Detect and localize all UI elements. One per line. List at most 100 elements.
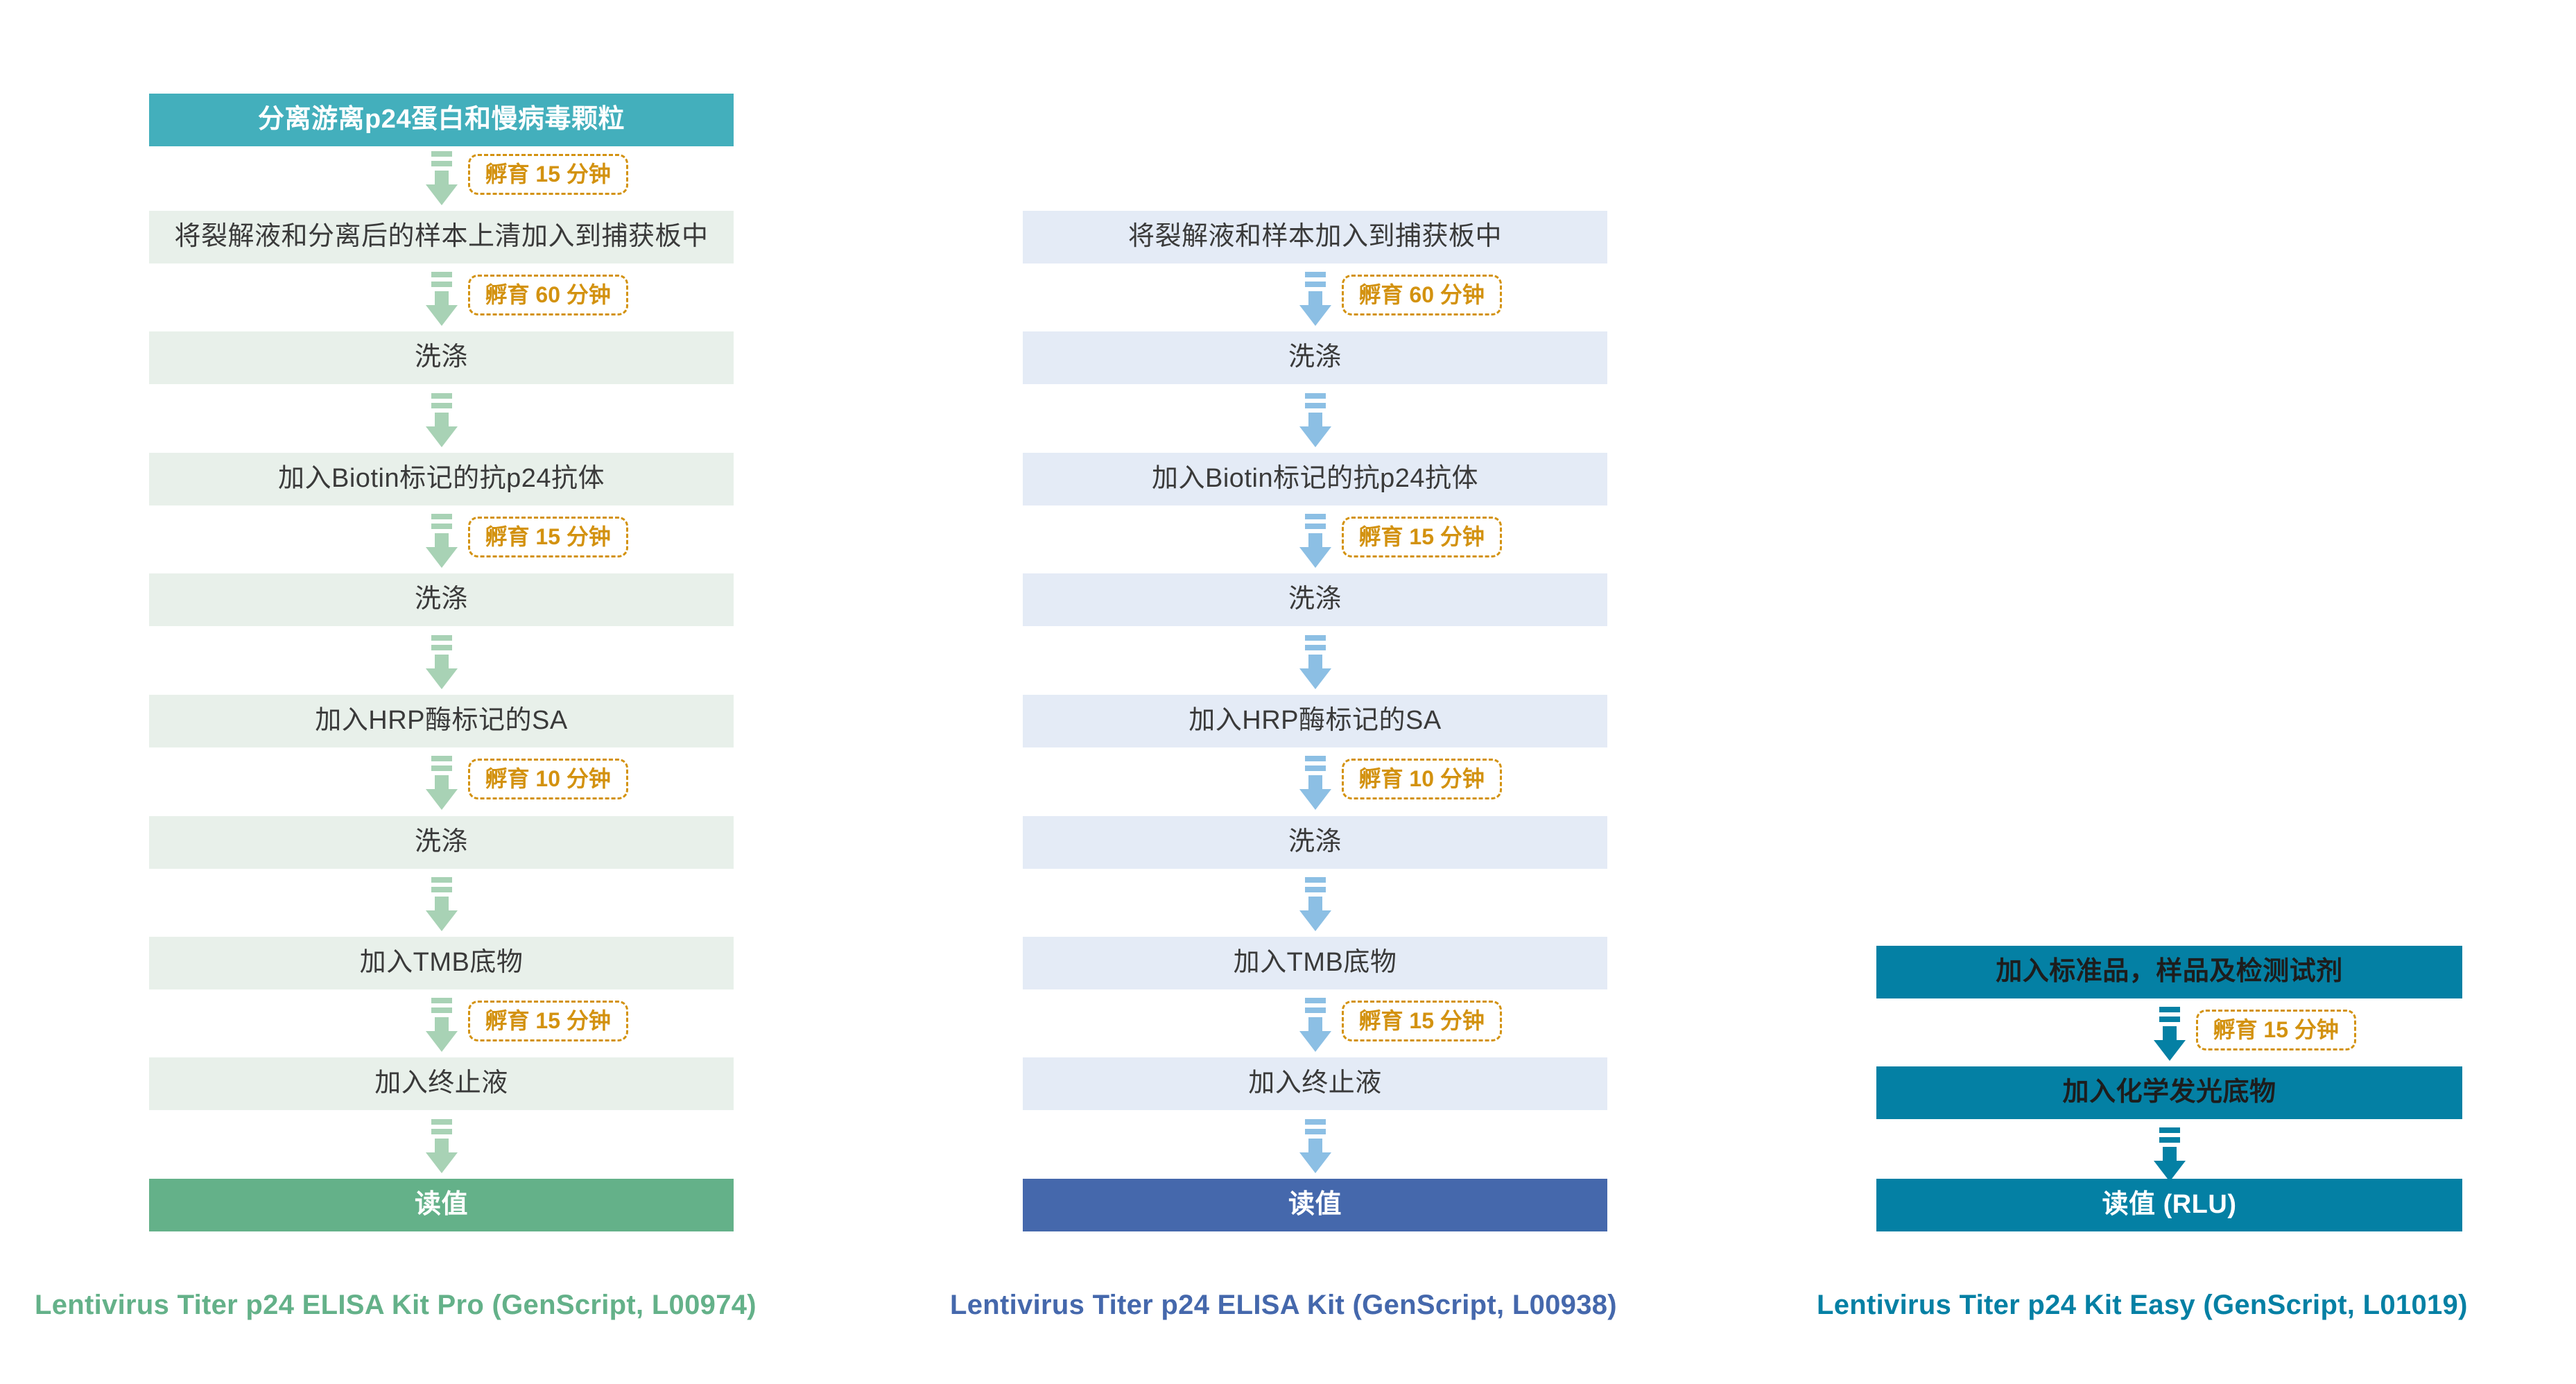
arrow-head: [425, 547, 458, 568]
arrow-shaft: [434, 655, 449, 668]
arrow-dash-segment: [2159, 1127, 2180, 1133]
step-box: 分离游离p24蛋白和慢病毒颗粒: [149, 94, 734, 146]
incubation-time-badge: 孵育 15 分钟: [2195, 1010, 2356, 1050]
arrow-dash-segment: [1304, 645, 1326, 650]
incubation-time-badge: 孵育 10 分钟: [1341, 759, 1502, 799]
step-box: 洗涤: [149, 331, 734, 384]
arrow-head: [425, 1152, 458, 1173]
flow-arrow-icon: [425, 756, 458, 810]
arrow-head: [1299, 1152, 1331, 1173]
arrow-dash-segment: [1304, 756, 1326, 761]
column-caption-1: Lentivirus Titer p24 ELISA Kit Pro (GenS…: [35, 1290, 757, 1320]
flow-arrow-icon: [425, 393, 458, 447]
step-box: 洗涤: [1023, 331, 1607, 384]
arrow-dash-segment: [431, 998, 452, 1003]
step-box: 加入HRP酶标记的SA: [149, 695, 734, 747]
flow-arrow-icon: [1299, 393, 1331, 447]
step-box: 加入HRP酶标记的SA: [1023, 695, 1607, 747]
arrow-dash-segment: [431, 514, 452, 519]
arrow-head: [1299, 789, 1331, 810]
step-box: 加入化学发光底物: [1876, 1066, 2462, 1119]
arrow-dash-segment: [431, 756, 452, 761]
arrow-dash-segment: [1304, 514, 1326, 519]
arrow-dash-segment: [1304, 1119, 1326, 1125]
step-box: 读值: [1023, 1179, 1607, 1231]
step-box: 加入标准品，样品及检测试剂: [1876, 946, 2462, 998]
arrow-dash-segment: [431, 161, 452, 166]
arrow-dash-segment: [1304, 393, 1326, 399]
step-box: 加入TMB底物: [149, 937, 734, 989]
step-box: 加入TMB底物: [1023, 937, 1607, 989]
flow-arrow-icon: [425, 151, 458, 205]
arrow-dash-segment: [431, 887, 452, 892]
incubation-time-badge: 孵育 15 分钟: [467, 517, 628, 557]
arrow-shaft: [1308, 897, 1322, 910]
incubation-time-badge: 孵育 15 分钟: [467, 154, 628, 195]
incubation-time-badge: 孵育 10 分钟: [467, 759, 628, 799]
arrow-dash-segment: [431, 645, 452, 650]
step-box: 读值: [149, 1179, 734, 1231]
step-box: 洗涤: [149, 816, 734, 869]
step-box: 读值 (RLU): [1876, 1179, 2462, 1231]
step-box: 加入终止液: [149, 1057, 734, 1110]
arrow-dash-segment: [431, 765, 452, 771]
arrow-shaft: [434, 291, 449, 305]
arrow-head: [1299, 305, 1331, 326]
arrow-dash-segment: [1304, 765, 1326, 771]
arrow-dash-segment: [431, 403, 452, 408]
arrow-shaft: [1308, 775, 1322, 789]
column-caption-3: Lentivirus Titer p24 Kit Easy (GenScript…: [1817, 1290, 2468, 1320]
flow-arrow-icon: [1299, 272, 1331, 326]
step-box: 加入Biotin标记的抗p24抗体: [149, 453, 734, 505]
flow-arrow-icon: [425, 635, 458, 689]
arrow-head: [1299, 910, 1331, 931]
arrow-head: [425, 305, 458, 326]
arrow-dash-segment: [431, 1129, 452, 1134]
arrow-dash-segment: [431, 282, 452, 287]
arrow-dash-segment: [2159, 1137, 2180, 1143]
incubation-time-badge: 孵育 15 分钟: [1341, 517, 1502, 557]
arrow-dash-segment: [431, 524, 452, 529]
flow-arrow-icon: [1299, 877, 1331, 931]
arrow-head: [1299, 1031, 1331, 1052]
arrow-dash-segment: [431, 272, 452, 277]
arrow-shaft: [2162, 1026, 2177, 1040]
flow-arrow-icon: [425, 877, 458, 931]
arrow-dash-segment: [1304, 403, 1326, 408]
arrow-dash-segment: [431, 877, 452, 883]
arrow-dash-segment: [1304, 282, 1326, 287]
arrow-head: [425, 1031, 458, 1052]
arrow-head: [1299, 668, 1331, 689]
arrow-head: [425, 668, 458, 689]
flow-arrow-icon: [1299, 635, 1331, 689]
step-box: 洗涤: [1023, 573, 1607, 626]
arrow-shaft: [434, 533, 449, 547]
incubation-time-badge: 孵育 60 分钟: [1341, 275, 1502, 315]
flow-arrow-icon: [425, 1119, 458, 1173]
arrow-head: [425, 184, 458, 205]
flow-arrow-icon: [425, 514, 458, 568]
arrow-shaft: [2162, 1147, 2177, 1161]
arrow-head: [2153, 1040, 2186, 1061]
arrow-shaft: [1308, 413, 1322, 426]
flow-arrow-icon: [425, 272, 458, 326]
arrow-dash-segment: [1304, 877, 1326, 883]
flow-arrow-icon: [2153, 1127, 2186, 1182]
step-box: 洗涤: [1023, 816, 1607, 869]
step-box: 将裂解液和样本加入到捕获板中: [1023, 211, 1607, 263]
arrow-dash-segment: [431, 393, 452, 399]
column-caption-2: Lentivirus Titer p24 ELISA Kit (GenScrip…: [950, 1290, 1617, 1320]
arrow-head: [1299, 547, 1331, 568]
arrow-shaft: [1308, 1139, 1322, 1152]
flow-arrow-icon: [1299, 514, 1331, 568]
arrow-head: [425, 789, 458, 810]
arrow-shaft: [434, 775, 449, 789]
flow-arrow-icon: [425, 998, 458, 1052]
step-box: 加入Biotin标记的抗p24抗体: [1023, 453, 1607, 505]
arrow-dash-segment: [431, 635, 452, 641]
flow-arrow-icon: [2153, 1007, 2186, 1061]
arrow-dash-segment: [1304, 887, 1326, 892]
arrow-shaft: [1308, 291, 1322, 305]
arrow-head: [425, 426, 458, 447]
